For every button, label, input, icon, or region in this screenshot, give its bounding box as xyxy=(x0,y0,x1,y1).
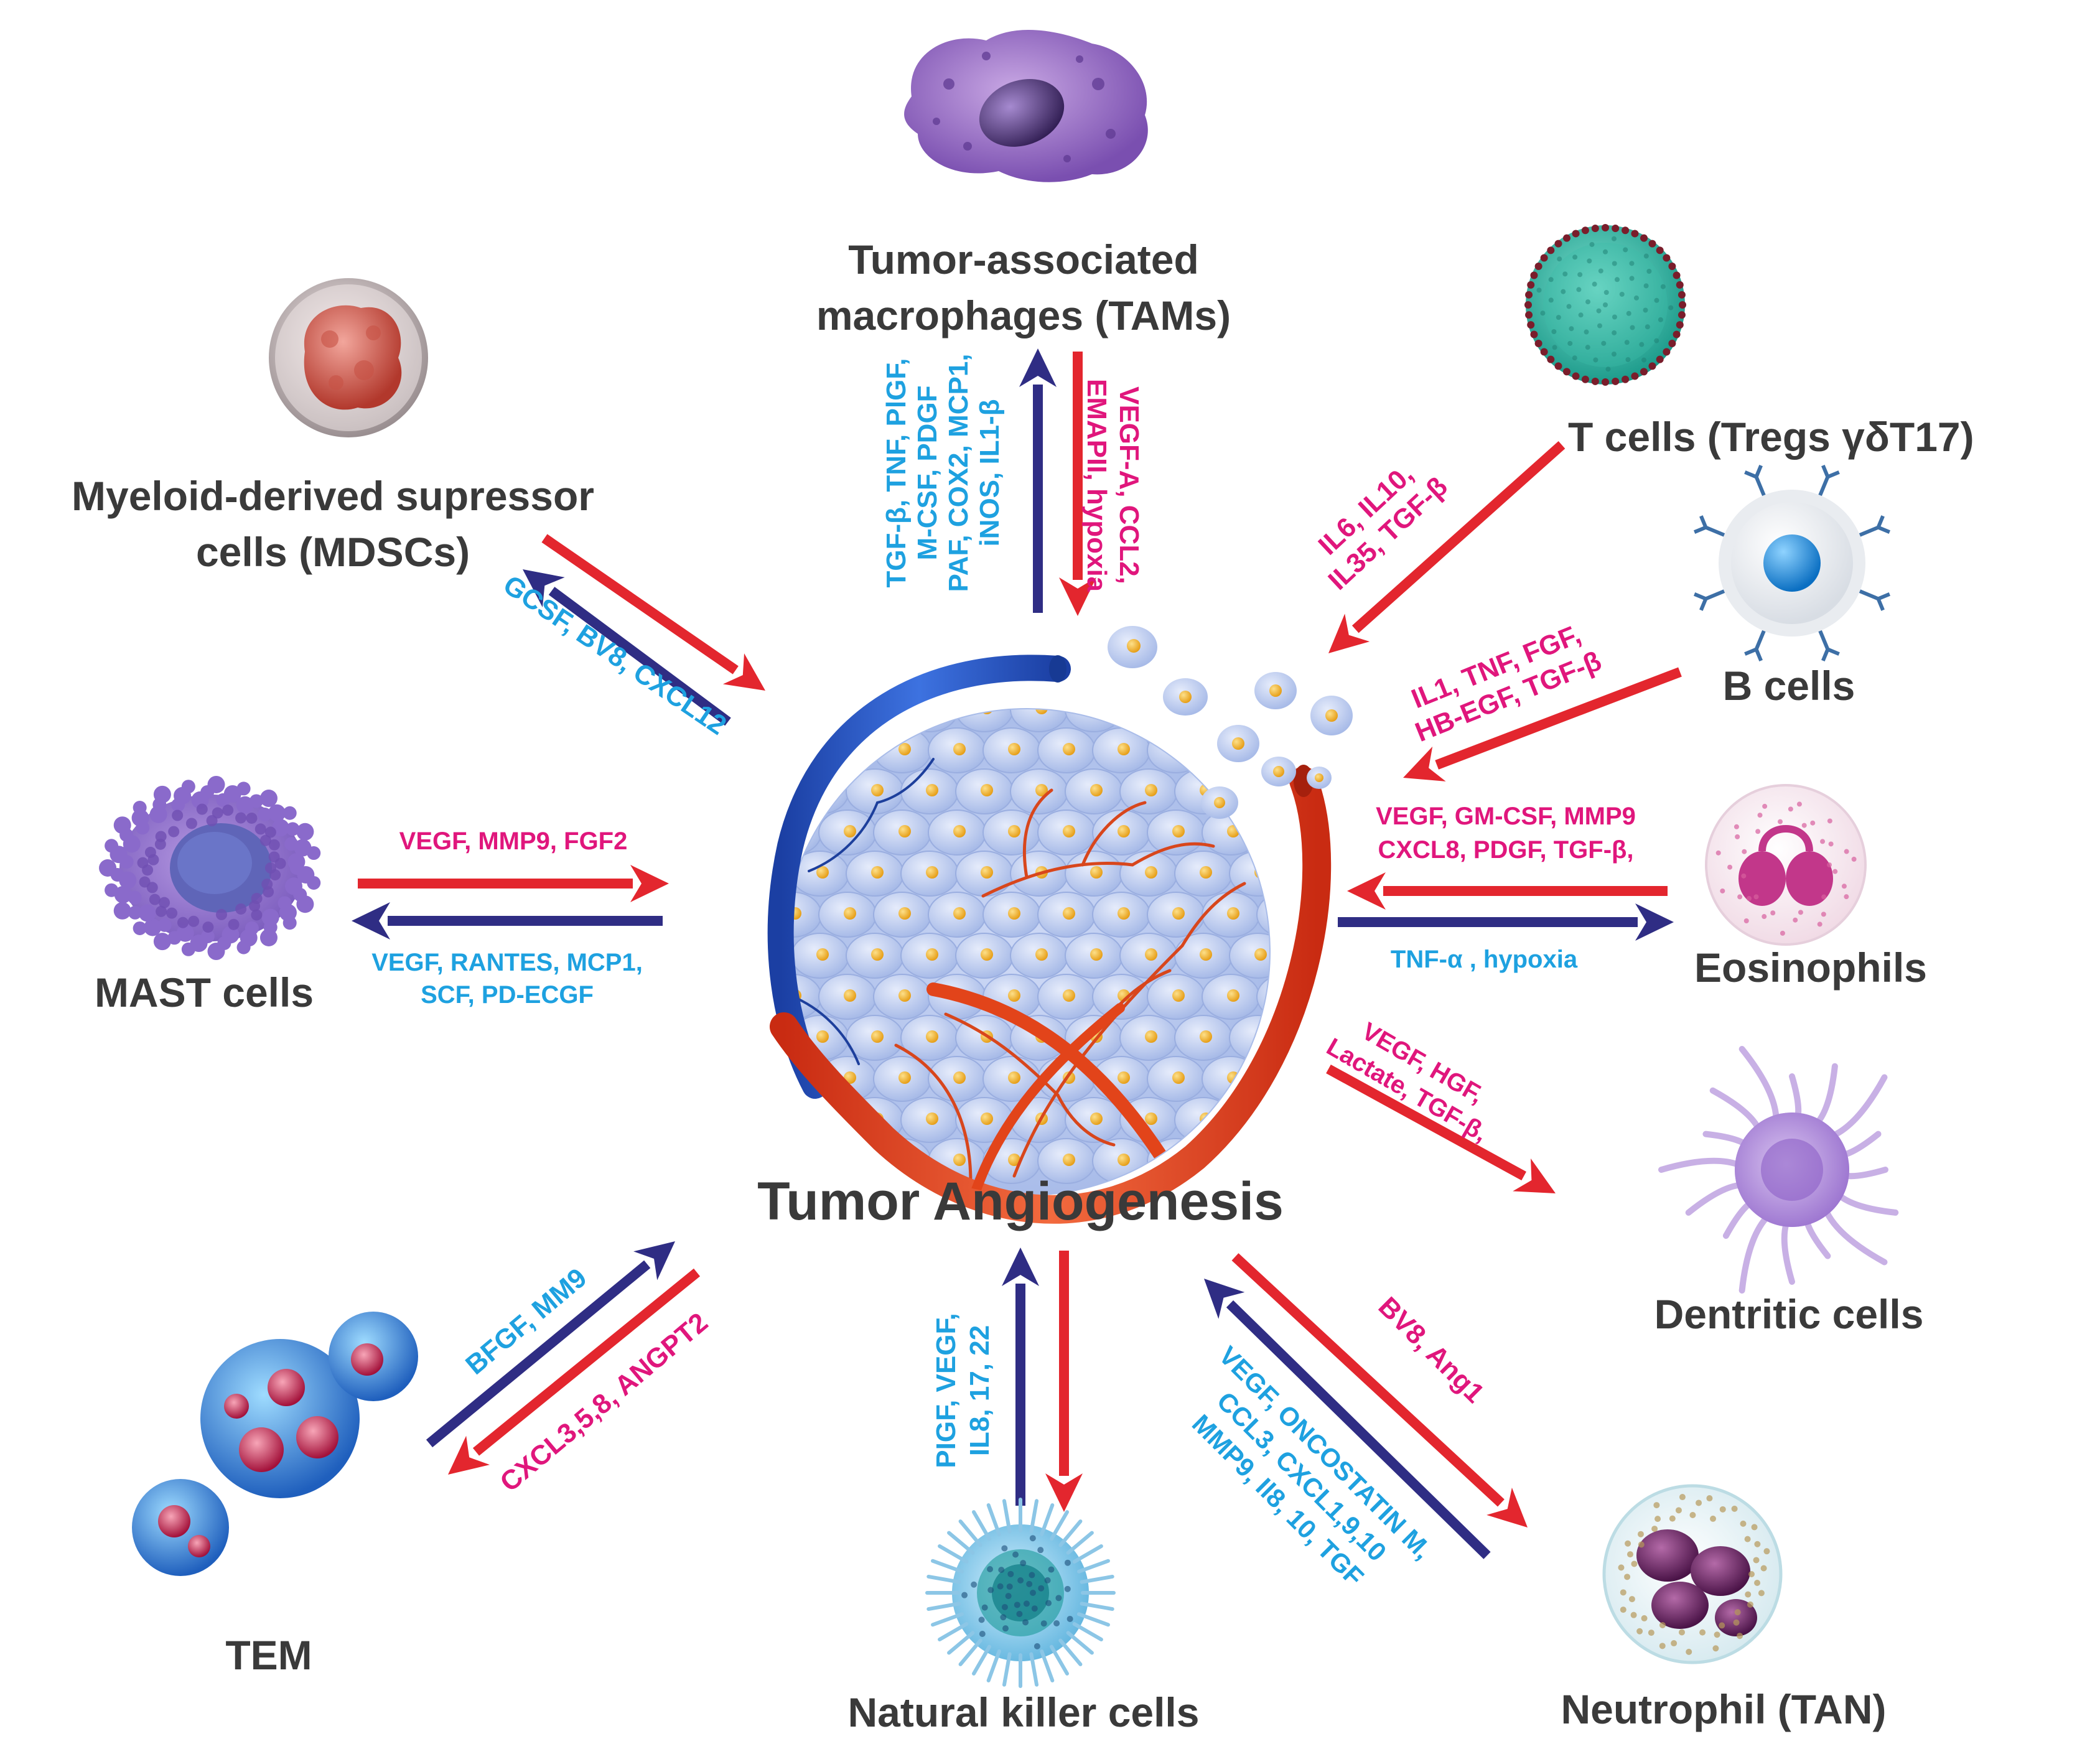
factor-line: EMAPII, hypoxia xyxy=(1081,379,1112,592)
eos-label: Eosinophils xyxy=(1694,944,1927,991)
tam-to-tumor-arrow-red xyxy=(1059,352,1096,616)
factor-block-tam-red: VEGF-A, CCL2,EMAPII, hypoxia xyxy=(1081,379,1144,592)
factor-line: PAF, COX2, MCP1, xyxy=(943,353,974,592)
tumor-illustration xyxy=(767,626,1353,1224)
neutrophil-icon xyxy=(1602,1484,1783,1664)
factor-line: M-CSF, PDGF xyxy=(912,385,943,560)
tem-to-tumor-arrow-blue xyxy=(426,1241,675,1448)
eosinophil-icon xyxy=(1705,784,1867,946)
factor-line: BV8, Ang1 xyxy=(1373,1291,1490,1409)
factor-block-bcell-red: IL1, TNF, FGF,HB-EGF, TGF-β xyxy=(1407,619,1606,748)
tem-label: TEM xyxy=(225,1632,312,1678)
mast-to-tumor-arrow-red xyxy=(358,865,669,902)
factor-line: PIGF, VEGF, xyxy=(931,1313,961,1468)
factor-line: VEGF-A, CCL2, xyxy=(1114,386,1144,584)
tumor-to-dc-arrow-red xyxy=(1326,1064,1556,1193)
factor-block-mast-blue: VEGF, RANTES, MCP1, SCF, PD-ECGF xyxy=(371,949,643,1009)
tumor-to-mdsc-arrow-blue xyxy=(523,569,731,726)
factor-block-tan-red: BV8, Ang1 xyxy=(1373,1291,1490,1409)
tan-label: Neutrophil (TAN) xyxy=(1561,1686,1886,1732)
bcell-to-tumor-arrow-red xyxy=(1403,667,1682,781)
mdsc-label-line2: cells (MDSCs) xyxy=(196,529,470,575)
arrows-layer xyxy=(352,348,1682,1559)
factor-block-tcell-red: IL6, IL10,IL35, TGF-β xyxy=(1313,459,1454,596)
macrophage-icon xyxy=(904,30,1148,182)
tam-label-line2: macrophages (TAMs) xyxy=(816,292,1231,338)
mdsc-label-line1: Myeloid-derived supressor xyxy=(72,473,594,519)
nk-label: Natural killer cells xyxy=(848,1689,1200,1735)
tan-to-tumor-arrow-blue xyxy=(1204,1279,1491,1559)
tcell-to-tumor-arrow-red xyxy=(1328,441,1566,653)
factor-block-eos-blue: TNF-α , hypoxia xyxy=(1391,946,1578,973)
factor-line: GCSF, BV8, CXCL12 xyxy=(498,569,732,741)
eos-to-tumor-arrow-red xyxy=(1347,872,1668,910)
migrating-tumor-cells xyxy=(1108,626,1353,819)
b-cell-icon xyxy=(1693,464,1891,662)
factor-line: SCF, PD-ECGF xyxy=(421,981,594,1009)
factor-line: iNOS, IL1-β xyxy=(974,399,1005,546)
factor-line: VEGF, MMP9, FGF2 xyxy=(399,828,628,855)
vein-opening xyxy=(1049,655,1066,683)
bcell-label: B cells xyxy=(1723,663,1855,709)
factor-line: TGF-β, TNF, PlGF, xyxy=(881,358,912,587)
center-title: Tumor Angiogenesis xyxy=(757,1172,1284,1231)
tcell-label: T cells (Tregs γδT17) xyxy=(1568,414,1974,460)
factor-block-mast-red: VEGF, MMP9, FGF2 xyxy=(399,828,628,855)
artery xyxy=(770,767,1332,1224)
tumor-to-tan-arrow-red xyxy=(1231,1253,1528,1527)
artery-branch xyxy=(966,1003,1125,1195)
nk-cell-icon xyxy=(925,1498,1116,1688)
mast-cell-icon xyxy=(99,775,321,961)
mdsc-icon xyxy=(269,278,428,437)
factor-line: TNF-α , hypoxia xyxy=(1391,946,1578,973)
tam-label-line1: Tumor-associated xyxy=(848,236,1199,282)
factor-block-tan-blue: VEGF, ONCOSTATIN M,CCL3, CXCL1,9,10MMP9,… xyxy=(1187,1341,1438,1592)
dc-label: Dentritic cells xyxy=(1654,1291,1924,1337)
tem-icon xyxy=(132,1312,418,1576)
tumor-to-nk-arrow-red xyxy=(1045,1251,1083,1512)
factor-line: CXCL8, PDGF, TGF-β, xyxy=(1378,836,1633,864)
tumor-to-mast-arrow-blue xyxy=(352,902,663,940)
factor-line: VEGF, RANTES, MCP1, xyxy=(371,949,643,976)
factor-block-nk-blue: PIGF, VEGF,IL8, 17, 22 xyxy=(931,1313,995,1468)
mdsc-to-tumor-arrow-red xyxy=(541,534,765,691)
dendritic-cell-icon xyxy=(1658,1045,1899,1294)
t-cell-icon xyxy=(1524,224,1686,386)
tumor-to-eos-arrow-blue xyxy=(1338,903,1674,941)
mast-label: MAST cells xyxy=(95,969,314,1015)
tumor-to-tem-arrow-red xyxy=(448,1268,701,1475)
factor-line: IL8, 17, 22 xyxy=(964,1325,995,1456)
tam-to-tumor-arrow-blue xyxy=(1019,348,1057,613)
factor-block-mdsc-blue: GCSF, BV8, CXCL12 xyxy=(498,569,732,741)
factor-line: VEGF, GM-CSF, MMP9 xyxy=(1376,803,1636,830)
nk-to-tumor-arrow-blue xyxy=(1002,1248,1039,1506)
